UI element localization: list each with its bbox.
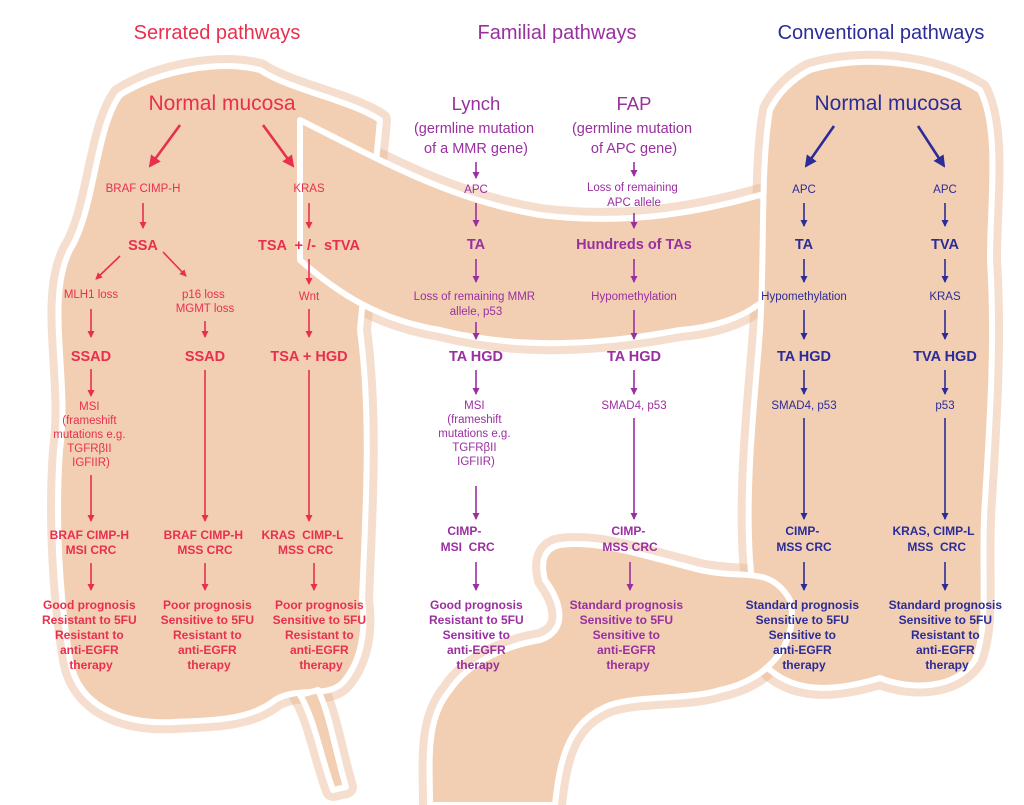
heading-conventional: Conventional pathways xyxy=(778,22,985,44)
serrated-crc-a: BRAF CIMP-H MSI CRC xyxy=(50,528,133,557)
arrow-ssa-to-mlh1 xyxy=(95,255,121,280)
serrated-wnt: Wnt xyxy=(299,291,320,303)
arrow-mucosa-to-braf xyxy=(148,124,182,168)
arrow-mucosa-to-apc-left xyxy=(804,125,836,168)
serrated-kras-trigger: KRAS xyxy=(293,183,325,195)
familial-fap-subtitle: (germline mutation of APC gene) xyxy=(572,121,696,157)
conventional-tva-hgd: TVA HGD xyxy=(913,349,977,365)
familial-fap-tas: Hundreds of TAs xyxy=(576,237,692,253)
serrated-prognosis-c: Poor prognosis Sensitive to 5FU Resistan… xyxy=(273,598,370,672)
arrow-mucosa-to-kras xyxy=(261,124,295,168)
conventional-tva: TVA xyxy=(931,237,959,253)
familial-lynch-apc: APC xyxy=(464,184,488,196)
familial-lynch-hgd: TA HGD xyxy=(449,349,503,365)
familial-fap-crc: CIMP- MSS CRC xyxy=(602,524,658,554)
serrated-ssad-a: SSAD xyxy=(71,349,111,365)
familial-fap-smad4: SMAD4, p53 xyxy=(601,400,666,412)
familial-lynch-prognosis: Good prognosis Resistant to 5FU Sensitiv… xyxy=(429,598,527,672)
serrated-prognosis-b: Poor prognosis Sensitive to 5FU Resistan… xyxy=(161,598,258,672)
serrated-mlh1-loss: MLH1 loss xyxy=(64,289,119,301)
serrated-pathway: Normal mucosa BRAF CIMP-H SSA MLH1 loss … xyxy=(42,92,370,672)
serrated-crc-c: KRAS CIMP-L MSS CRC xyxy=(261,528,366,557)
familial-pathway: Lynch (germline mutation of a MMR gene) … xyxy=(414,93,696,672)
conventional-apc-left: APC xyxy=(792,184,816,196)
conventional-apc-right: APC xyxy=(933,184,957,196)
serrated-tsa-hgd: TSA + HGD xyxy=(270,349,347,365)
serrated-crc-b: BRAF CIMP-H MSS CRC xyxy=(164,528,247,557)
heading-serrated: Serrated pathways xyxy=(134,22,301,44)
colon-segment xyxy=(297,687,349,793)
familial-lynch-msi: MSI (frameshift mutations e.g. TGFRβII I… xyxy=(438,400,513,468)
conventional-kras: KRAS xyxy=(929,291,961,303)
conventional-prognosis-left: Standard prognosis Sensitive to 5FU Sens… xyxy=(746,598,863,672)
colon-illustration xyxy=(47,50,1004,805)
conventional-hypomethylation: Hypomethylation xyxy=(761,291,847,303)
conventional-crc-right: KRAS, CIMP-L MSS CRC xyxy=(892,524,997,554)
conventional-ta-hgd: TA HGD xyxy=(777,349,831,365)
familial-fap-hypomethylation: Hypomethylation xyxy=(591,291,677,303)
conventional-crc-left: CIMP- MSS CRC xyxy=(776,524,832,554)
familial-lynch-loss: Loss of remaining MMR allele, p53 xyxy=(414,291,539,318)
familial-fap-prognosis: Standard prognosis Sensitive to 5FU Sens… xyxy=(570,598,687,672)
conventional-ta: TA xyxy=(795,237,814,253)
colon-segment xyxy=(426,541,795,805)
serrated-tsa: TSA + /- sTVA xyxy=(258,238,360,254)
conventional-pathway: Normal mucosa APC TA Hypomethylation TA … xyxy=(746,92,1006,672)
serrated-normal-mucosa: Normal mucosa xyxy=(148,92,295,115)
conventional-normal-mucosa: Normal mucosa xyxy=(814,92,961,115)
conventional-p53: p53 xyxy=(935,400,954,412)
familial-lynch-title: Lynch xyxy=(452,93,501,114)
familial-fap-title: FAP xyxy=(617,93,652,114)
conventional-prognosis-right: Standard prognosis Sensitive to 5FU Resi… xyxy=(889,598,1006,672)
serrated-prognosis-a: Good prognosis Resistant to 5FU Resistan… xyxy=(42,598,140,672)
serrated-p16-loss: p16 loss MGMT loss xyxy=(176,289,235,315)
serrated-ssad-b: SSAD xyxy=(185,349,225,365)
serrated-ssa: SSA xyxy=(128,238,158,254)
conventional-smad4: SMAD4, p53 xyxy=(771,400,836,412)
serrated-braf-trigger: BRAF CIMP-H xyxy=(106,183,181,195)
serrated-msi: MSI (frameshift mutations e.g. TGFRβII I… xyxy=(53,401,128,469)
colon-segment xyxy=(745,58,996,691)
familial-lynch-ta: TA xyxy=(467,237,486,253)
arrow-mucosa-to-apc-right xyxy=(916,125,946,168)
familial-fap-hgd: TA HGD xyxy=(607,349,661,365)
familial-lynch-crc: CIMP- MSI CRC xyxy=(441,524,512,554)
familial-lynch-subtitle: (germline mutation of a MMR gene) xyxy=(414,121,538,157)
heading-familial: Familial pathways xyxy=(478,22,637,44)
familial-fap-loss: Loss of remaining APC allele xyxy=(587,182,681,209)
arrow-ssa-to-p16 xyxy=(162,251,187,277)
